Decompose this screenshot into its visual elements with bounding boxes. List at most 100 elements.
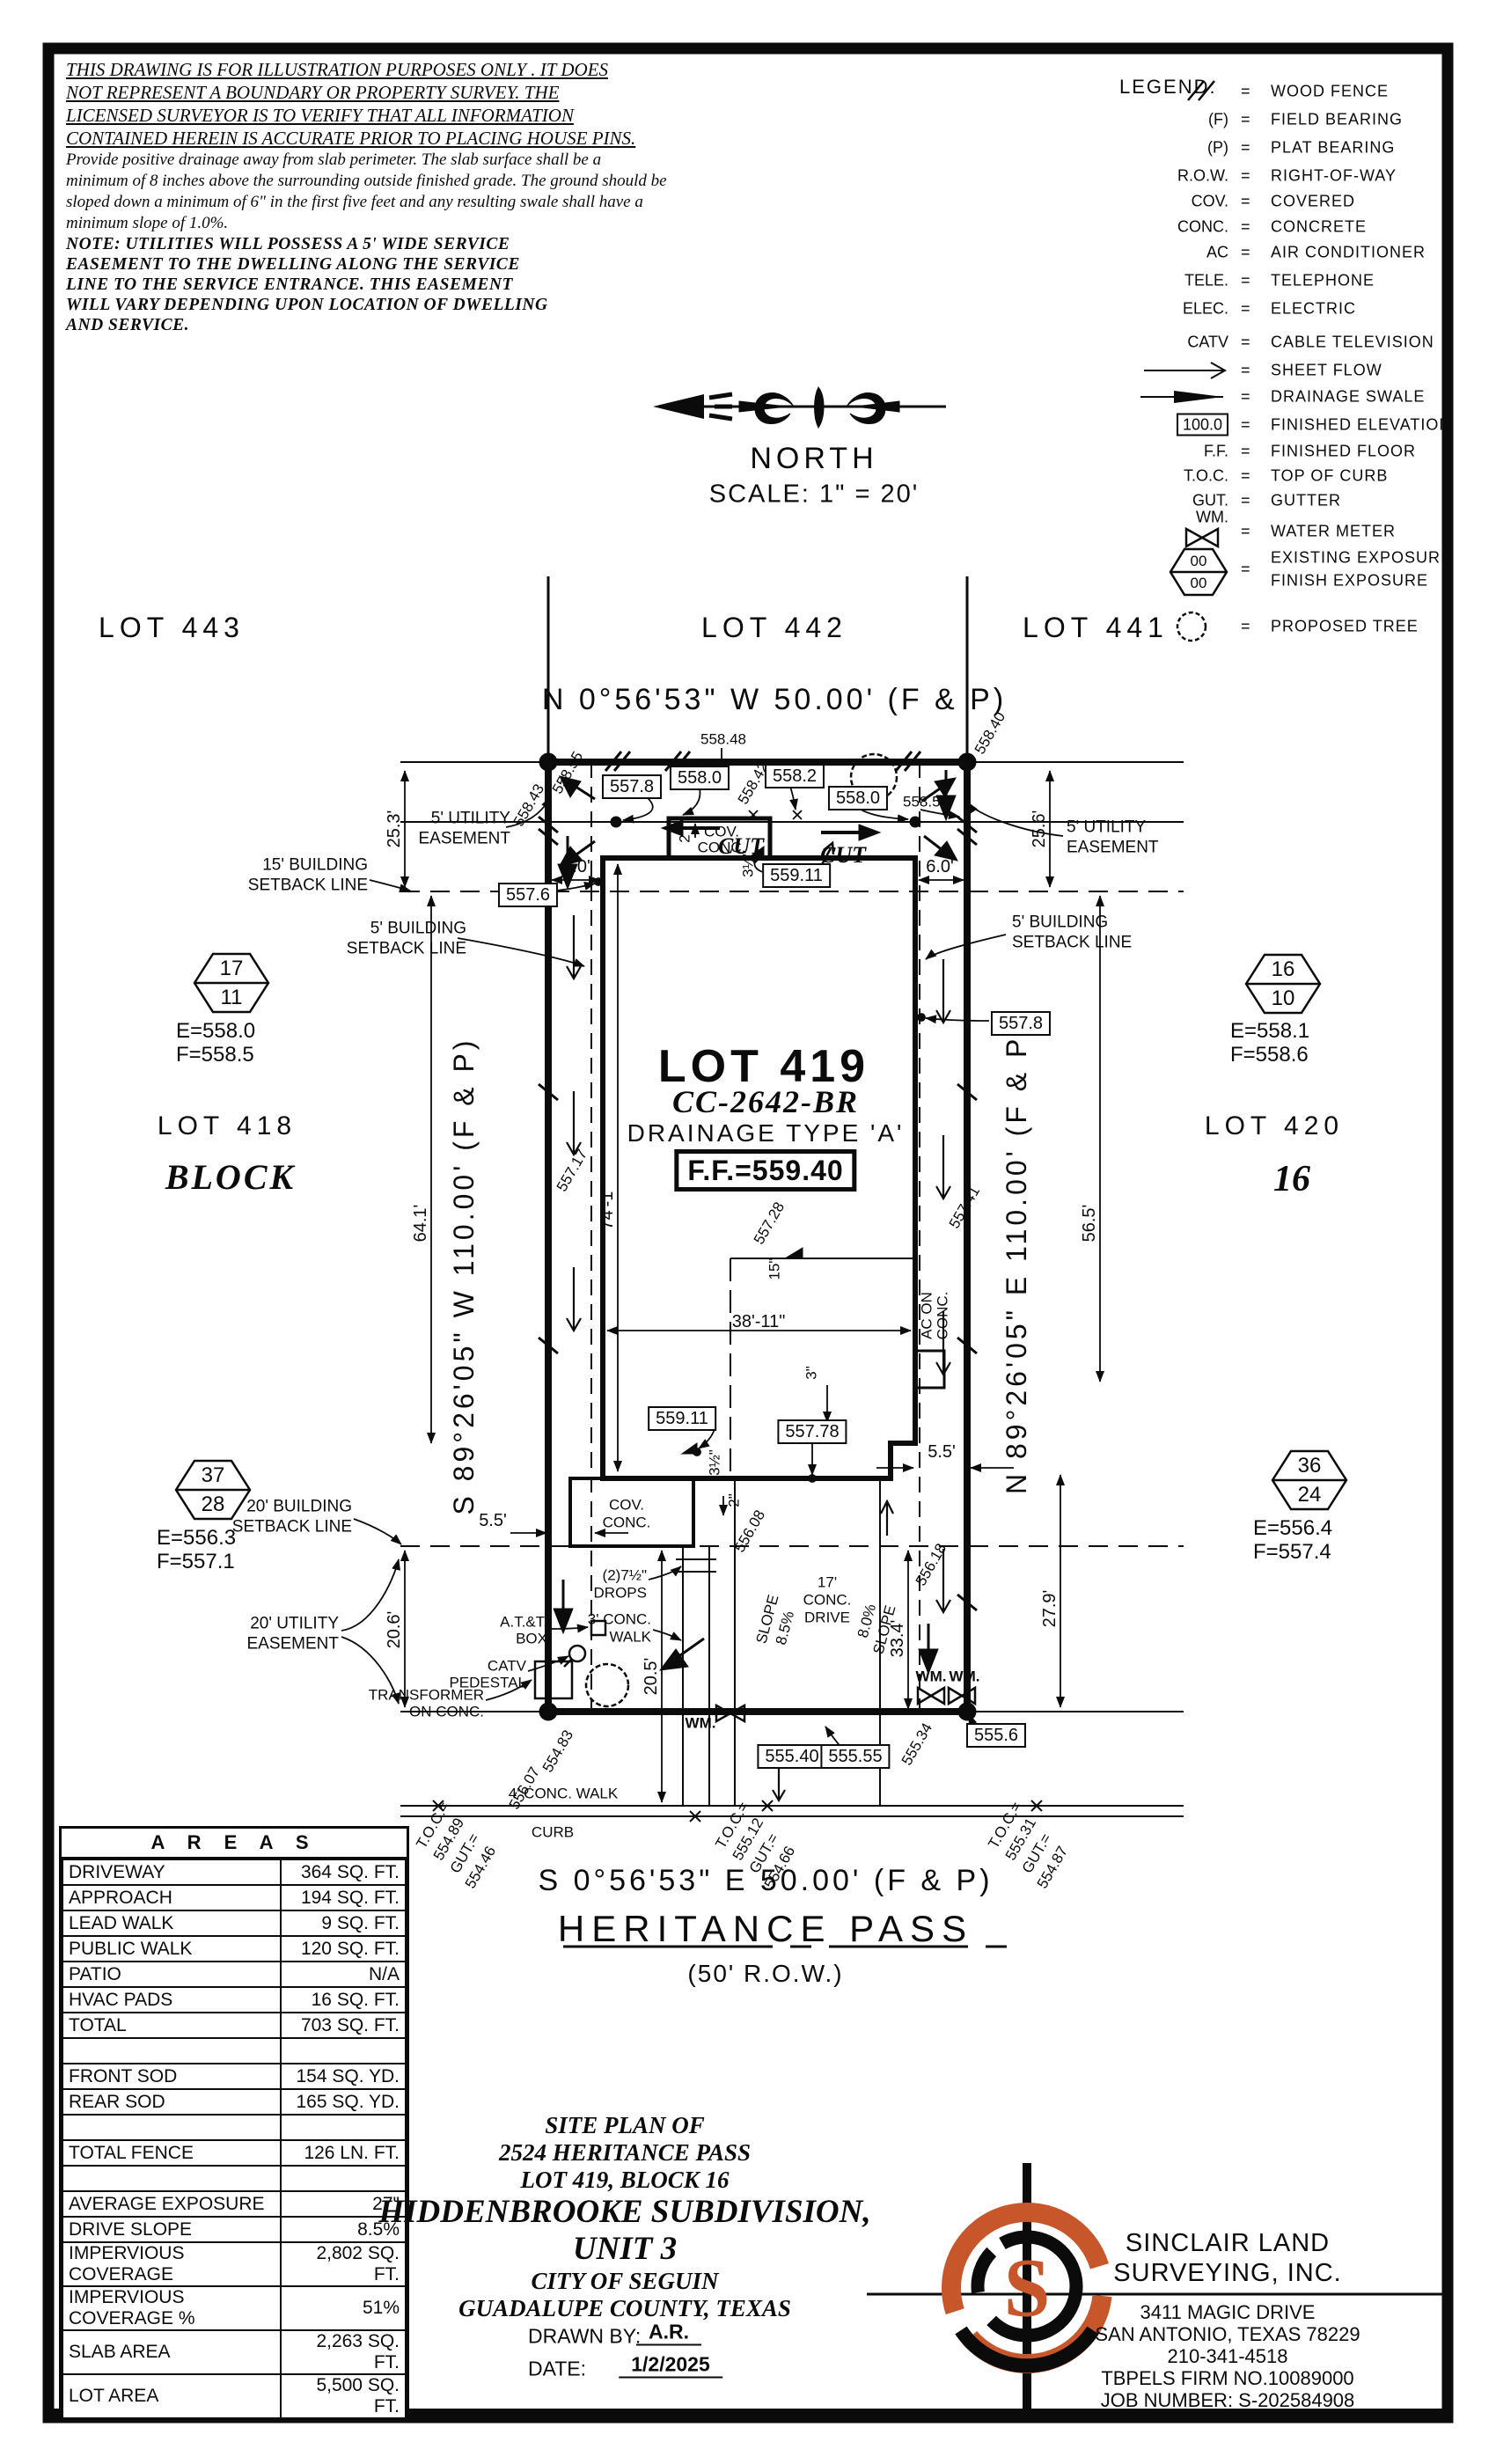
walk-3-label-1: 3' CONC. — [587, 1610, 651, 1628]
title-line-2: 2524 HERITANCE PASS — [498, 2139, 752, 2166]
setback-20-label-1: 20' BUILDING — [246, 1497, 352, 1516]
cut-label-left: CUT — [718, 833, 764, 859]
legend-eq: = — [1241, 333, 1250, 351]
legend-eq: = — [1241, 110, 1250, 128]
drawn-by-value: A.R. — [636, 2321, 701, 2346]
finished-elev-558-2: 558.2 — [764, 764, 825, 788]
cov-conc-bot-2: CONC. — [602, 1514, 651, 1531]
legend-sym-tele: TELE. — [1184, 271, 1228, 290]
drainage-note-line: minimum slope of 1.0%. — [66, 214, 229, 232]
firm-name: SINCLAIR LAND SURVEYING, INC. — [1104, 2228, 1351, 2288]
title-block: SITE PLAN OF 2524 HERITANCE PASS LOT 419… — [370, 2112, 880, 2322]
wood-fence-marks — [538, 751, 978, 1612]
legend-desc-finished-elevation: FINISHED ELEVATION — [1271, 415, 1452, 434]
exposure-2-finish: F=558.6 — [1230, 1043, 1309, 1067]
dim-56-5: 56.5' — [1080, 1204, 1099, 1243]
curb-label: CURB — [531, 1823, 575, 1841]
cov-conc-bot-1: COV. — [608, 1496, 645, 1514]
dim-25-3: 25.3' — [385, 810, 404, 848]
house-outline — [568, 816, 946, 1548]
firm-logo — [867, 2163, 1446, 2418]
dim-6-0-west: 6.0' — [562, 857, 590, 876]
disclaimer-paragraph: THIS DRAWING IS FOR ILLUSTRATION PURPOSE… — [66, 58, 682, 150]
utility-easement-left-1: 5' UTILITY — [430, 809, 510, 828]
drainage-type-label: DRAINAGE TYPE 'A' — [627, 1119, 905, 1147]
title-subdivision: HIDDENBROOKE SUBDIVISION, — [378, 2194, 871, 2230]
firm-address-block: 3411 MAGIC DRIVE SAN ANTONIO, TEXAS 7822… — [1087, 2301, 1368, 2411]
drawn-by-label: DRAWN BY: — [528, 2324, 642, 2348]
setback-5-right-1: 5' BUILDING — [1012, 913, 1109, 932]
legend-desc-drainage-swale: DRAINAGE SWALE — [1271, 387, 1426, 406]
area-label: IMPERVIOUS COVERAGE % — [62, 2285, 282, 2331]
setback-5-left-2: SETBACK LINE — [346, 939, 466, 958]
exposure-2-bottom: 10 — [1271, 986, 1295, 1010]
lot-418-label: LOT 418 — [157, 1111, 297, 1140]
firm-name-line-1: SINCLAIR LAND — [1125, 2229, 1331, 2257]
lot-443-label: LOT 443 — [99, 612, 245, 643]
legend-desc-gutter: GUTTER — [1271, 491, 1341, 510]
legend-eq: = — [1241, 617, 1250, 635]
area-label: FRONT SOD — [62, 2063, 282, 2090]
area-label: TOTAL FENCE — [62, 2139, 282, 2167]
legend-sym-elec: ELEC. — [1182, 299, 1228, 318]
area-value: 5,500 SQ. FT. — [280, 2373, 407, 2419]
firm-address-1: 3411 MAGIC DRIVE — [1140, 2301, 1316, 2323]
legend-eq: = — [1241, 491, 1250, 510]
legend-symbols — [1140, 80, 1228, 642]
finished-elev-558-0-b: 558.0 — [827, 786, 889, 810]
title-line-3: LOT 419, BLOCK 16 — [520, 2167, 730, 2193]
spot-elev-558-48: 558.48 — [700, 730, 746, 748]
area-value — [280, 2165, 407, 2192]
legend-eq: = — [1241, 271, 1250, 290]
legend-eq: = — [1241, 442, 1250, 460]
title-unit: UNIT 3 — [572, 2231, 678, 2267]
legend-desc-concrete: CONCRETE — [1271, 217, 1368, 236]
setback-20-label-2: SETBACK LINE — [231, 1517, 352, 1536]
area-label: IMPERVIOUS COVERAGE — [62, 2241, 282, 2287]
exposure-3-top: 37 — [201, 1463, 225, 1487]
area-value: 16 SQ. FT. — [280, 1986, 407, 2013]
att-box-label-1: A.T.&T. — [500, 1613, 547, 1631]
legend-sym-gut: GUT. — [1192, 491, 1228, 510]
dim-2in-top: 2" — [676, 829, 693, 843]
dim-3half-low: 3½" — [706, 1449, 723, 1476]
tree-symbols — [584, 752, 898, 1708]
legend-sym-conc: CONC. — [1177, 217, 1228, 236]
utility-note-paragraph: NOTE: UTILITIES WILL POSSESS A 5' WIDE S… — [66, 234, 682, 335]
legend-eq: = — [1241, 299, 1250, 318]
utility-easement-left-2: EASEMENT — [418, 829, 510, 848]
finished-floor-label: F.F.=559.40 — [674, 1149, 857, 1192]
disclaimer-line: LICENSED SURVEYOR IS TO VERIFY THAT ALL … — [66, 105, 574, 126]
area-label: PUBLIC WALK — [62, 1935, 282, 1962]
utility-easement-right-1: 5' UTILITY — [1067, 818, 1147, 837]
north-bearing-label: N 0°56'53" W 50.00' (F & P) — [541, 683, 1008, 716]
exposure-4-existing: E=556.4 — [1253, 1516, 1333, 1540]
setback-15-label-2: SETBACK LINE — [247, 876, 368, 895]
utility-note-line: WILL VARY DEPENDING UPON LOCATION OF DWE… — [66, 296, 548, 314]
walk-3-label-2: WALK — [609, 1628, 651, 1646]
area-value: 154 SQ. YD. — [280, 2063, 407, 2090]
legend-desc-covered: COVERED — [1271, 192, 1356, 210]
dim-33-4: 33.4' — [888, 1619, 907, 1658]
finished-elev-557-78: 557.78 — [777, 1419, 847, 1444]
callout-leaders — [341, 796, 1064, 1705]
dim-5-5-east: 5.5' — [928, 1442, 956, 1462]
legend-desc-row: RIGHT-OF-WAY — [1271, 166, 1397, 185]
area-value: 165 SQ. YD. — [280, 2088, 407, 2116]
exposure-1-finish: F=558.5 — [176, 1043, 254, 1067]
lot-441-label: LOT 441 — [1023, 612, 1169, 643]
finished-elev-557-8: 557.8 — [601, 774, 663, 799]
legend-sym-wm: WM. — [1196, 508, 1228, 526]
title-line-1: SITE PLAN OF — [545, 2112, 705, 2138]
dim-20-5: 20.5' — [642, 1657, 661, 1696]
legend-desc-top-of-curb: TOP OF CURB — [1271, 466, 1389, 485]
table-row: IMPERVIOUS COVERAGE %51% — [62, 2285, 407, 2331]
drops-label-2: DROPS — [593, 1584, 647, 1602]
area-label — [62, 2114, 282, 2141]
